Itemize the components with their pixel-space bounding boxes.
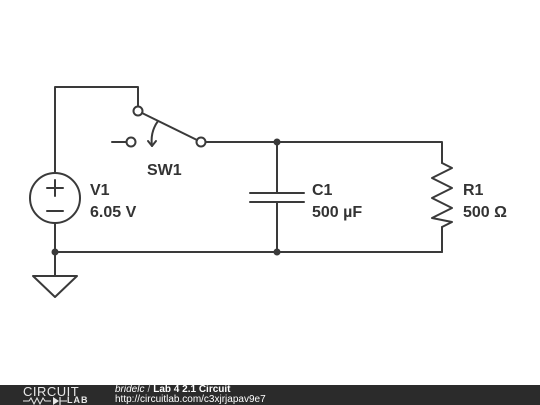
junction-node-bottom-cap: [273, 248, 281, 256]
wire-left-top: [54, 86, 139, 174]
voltage-source-body: [29, 172, 81, 224]
circuitlab-logo[interactable]: CIRCUIT LAB: [23, 384, 95, 405]
footer-bar: CIRCUIT LAB bridelc/Lab 4 2.1 Circuit ht…: [0, 385, 540, 405]
junction-node-top: [273, 138, 281, 146]
switch-blade: [141, 112, 198, 141]
r1-ref-label: R1: [463, 182, 484, 199]
switch-terminal-top: [132, 105, 144, 117]
capacitor-c1[interactable]: [249, 192, 305, 203]
resistor-r1[interactable]: [431, 162, 453, 228]
junction-node-bottom-left: [51, 248, 59, 256]
logo-waveform-icon: [23, 396, 67, 405]
resistor-zigzag: [431, 162, 453, 228]
logo-text-bottom: LAB: [67, 395, 89, 405]
switch-arrow-head: [147, 140, 157, 147]
switch-sw1[interactable]: [111, 105, 207, 148]
v1-ref-label: V1: [90, 182, 110, 199]
switch-terminal-left: [125, 136, 137, 148]
breadcrumb: bridelc/Lab 4 2.1 Circuit: [115, 385, 231, 395]
circuit-url[interactable]: http://circuitlab.com/c3xjrjapav9e7: [115, 394, 266, 405]
sw1-ref-label: SW1: [147, 162, 182, 179]
logo-text-top: CIRCUIT: [23, 384, 80, 399]
circuit-title[interactable]: Lab 4 2.1 Circuit: [153, 384, 231, 395]
circuit-schematic: V1 6.05 V SW1 C1 500 µF R1 500 Ω: [29, 86, 507, 298]
c1-ref-label: C1: [312, 182, 333, 199]
v1-value-label: 6.05 V: [90, 204, 137, 221]
wires: [54, 86, 443, 277]
switch-terminal-right: [195, 136, 207, 148]
c1-value-label: 500 µF: [312, 204, 362, 221]
voltage-source-v1[interactable]: [29, 172, 81, 224]
breadcrumb-separator: /: [147, 384, 151, 395]
wire-top-rail: [205, 141, 443, 164]
ground-symbol[interactable]: [32, 275, 78, 298]
r1-value-label: 500 Ω: [463, 204, 507, 221]
switch-throw-arrow: [150, 120, 159, 147]
author-link[interactable]: bridelc: [115, 384, 145, 395]
